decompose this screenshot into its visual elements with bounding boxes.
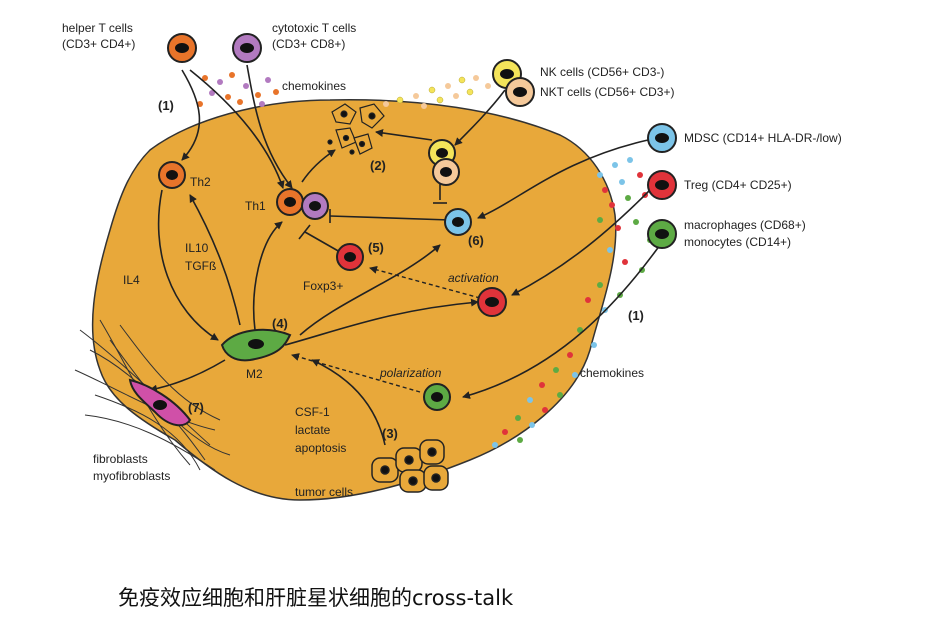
nkt-cells-label: NKT cells (CD56+ CD3+) <box>540 85 674 99</box>
chemokine-dots-right <box>492 157 653 448</box>
tumor-cells-cluster <box>371 439 449 493</box>
figure-caption: 免疫效应细胞和肝脏星状细胞的cross-talk <box>118 586 514 610</box>
ctl-cell-inside <box>301 192 329 220</box>
th2-label: Th2 <box>190 175 211 189</box>
mdsc-cell-inside <box>444 208 472 236</box>
chemokines-right-label: chemokines <box>580 366 644 380</box>
step-7: (7) <box>188 400 204 415</box>
th1-cell <box>276 188 304 216</box>
macrophage-cell <box>647 219 677 249</box>
polarization-label: polarization <box>379 366 442 380</box>
chemokine-dots-nk <box>383 75 491 109</box>
mdsc-cell <box>647 123 677 153</box>
step-3: (3) <box>382 426 398 441</box>
fibroblast-cell <box>128 378 192 427</box>
il4-label: IL4 <box>123 273 140 287</box>
helper-t-label-1: helper T cells <box>62 21 133 35</box>
helper-t-cell <box>167 33 197 63</box>
connection-arrows <box>149 64 661 446</box>
treg-label: Treg (CD4+ CD25+) <box>684 178 792 192</box>
step-1-left: (1) <box>158 98 174 113</box>
cytotoxic-t-cell <box>232 33 262 63</box>
step-6: (6) <box>468 233 484 248</box>
monocytes-label: monocytes (CD14+) <box>684 235 791 249</box>
immune-crosstalk-diagram: helper T cells (CD3+ CD4+) cytotoxic T c… <box>62 21 842 501</box>
csf1-label: CSF-1 <box>295 405 330 419</box>
activated-treg-cell <box>477 287 507 317</box>
tumor-mass <box>91 99 617 501</box>
th2-cell <box>158 161 186 189</box>
mdsc-label: MDSC (CD14+ HLA-DR-/low) <box>684 131 842 145</box>
foxp3-label: Foxp3+ <box>303 279 343 293</box>
step-4: (4) <box>272 316 288 331</box>
lactate-label: lactate <box>295 423 331 437</box>
nk-cells-label: NK cells (CD56+ CD3-) <box>540 65 664 79</box>
m2-label: M2 <box>246 367 263 381</box>
dashed-arrows <box>291 265 481 393</box>
m2-macrophage <box>220 328 292 362</box>
il10-label: IL10 <box>185 241 209 255</box>
cytotoxic-t-label-1: cytotoxic T cells <box>272 21 356 35</box>
treg-cell <box>647 170 677 200</box>
nkt-cell <box>505 77 535 107</box>
activation-label: activation <box>448 271 499 285</box>
tgfb-label: TGFß <box>185 259 216 273</box>
nkt-cell-inside <box>432 158 460 186</box>
foxp3-treg-cell <box>336 243 364 271</box>
step-1-right: (1) <box>628 308 644 323</box>
chemokines-top-label: chemokines <box>282 79 346 93</box>
chemokine-dots-top <box>197 72 279 107</box>
cytotoxic-t-label-2: (CD3+ CD8+) <box>272 37 345 51</box>
fibroblast-fibres <box>74 319 231 471</box>
apoptosis-label: apoptosis <box>295 441 346 455</box>
helper-t-label-2: (CD3+ CD4+) <box>62 37 135 51</box>
polarized-macrophage-cell <box>423 383 451 411</box>
dying-cell-fragments <box>327 103 385 155</box>
myofibroblasts-label: myofibroblasts <box>93 469 170 483</box>
th1-label: Th1 <box>245 199 266 213</box>
step-2: (2) <box>370 158 386 173</box>
step-5: (5) <box>368 240 384 255</box>
fibroblasts-label: fibroblasts <box>93 452 148 466</box>
tumor-cells-label: tumor cells <box>295 485 353 499</box>
macrophages-label: macrophages (CD68+) <box>684 218 806 232</box>
